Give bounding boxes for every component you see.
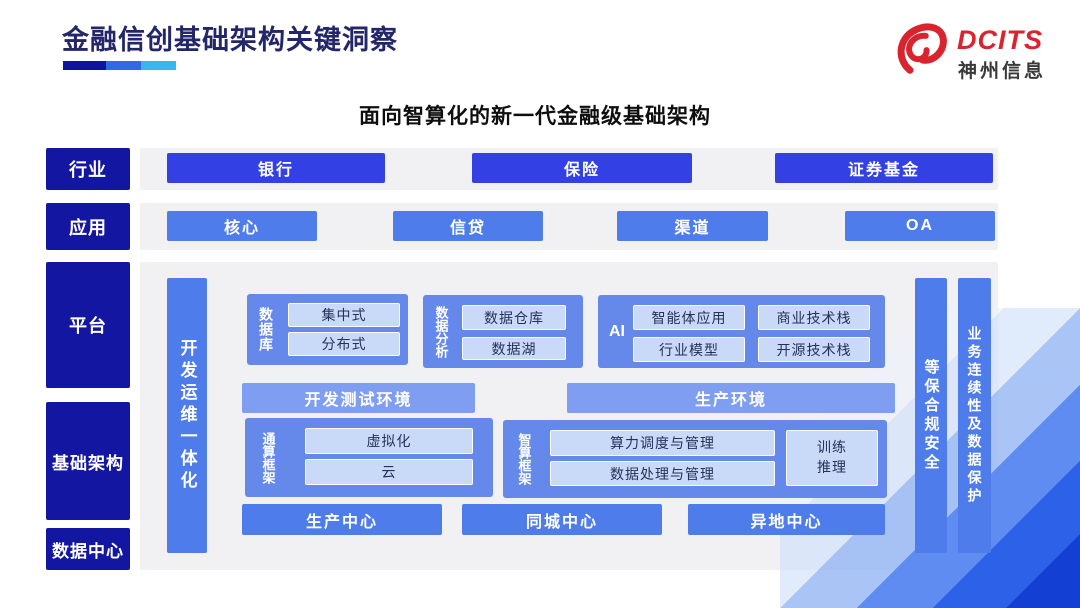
- training-inference-box: 训练推理: [786, 430, 878, 486]
- sidebar-item-application: 应用: [46, 203, 130, 250]
- samecity-center-box: 同城中心: [462, 504, 662, 535]
- logo-company-text: 神州信息: [958, 61, 1047, 82]
- database-group-label: 数据库: [258, 307, 274, 352]
- industry-insurance-box: 保险: [472, 153, 692, 183]
- database-distributed-box: 分布式: [288, 332, 400, 356]
- sidebar-item-platform: 平台: [46, 262, 130, 388]
- database-group: 数据库 集中式 分布式: [247, 294, 408, 365]
- ai-opensource-stack-box: 开源技术栈: [758, 337, 870, 362]
- training-inference-label: 训练推理: [816, 439, 847, 475]
- data-lake-box: 数据湖: [462, 337, 566, 360]
- compute-scheduling-box: 算力调度与管理: [550, 430, 775, 456]
- sidebar-item-datacenter: 数据中心: [46, 528, 130, 570]
- ai-agent-apps-box: 智能体应用: [633, 305, 745, 330]
- dcits-logo-icon: [891, 22, 953, 74]
- page-title: 金融信创基础架构关键洞察: [62, 25, 398, 55]
- business-continuity-bar: 业务连续性及数据保护: [958, 278, 991, 553]
- virtualization-box: 虚拟化: [305, 428, 473, 454]
- production-center-box: 生产中心: [242, 504, 442, 535]
- cloud-box: 云: [305, 459, 473, 485]
- application-core-box: 核心: [167, 211, 317, 241]
- remote-center-box: 异地中心: [688, 504, 885, 535]
- industry-bank-box: 银行: [167, 153, 385, 183]
- application-oa-box: OA: [845, 211, 995, 241]
- title-underline-segment-3: [141, 61, 176, 70]
- sidebar-item-industry: 行业: [46, 148, 130, 190]
- data-processing-box: 数据处理与管理: [550, 461, 775, 486]
- analytics-group-label: 数据分析: [433, 305, 449, 358]
- devops-vertical-bar: 开发运维一体化: [167, 278, 207, 553]
- diagram-title: 面向智算化的新一代金融级基础架构: [359, 105, 711, 128]
- sidebar-item-infrastructure: 基础架构: [46, 402, 130, 520]
- title-underline-segment-2: [106, 61, 141, 70]
- logo-brand-text: DCITS: [957, 25, 1043, 55]
- security-compliance-bar: 等保合规安全: [915, 278, 947, 553]
- analytics-group: 数据分析 数据仓库 数据湖: [423, 295, 583, 368]
- general-compute-group-label: 通算框架: [260, 431, 276, 484]
- title-underline-segment-1: [63, 61, 106, 70]
- ai-industry-models-box: 行业模型: [633, 337, 745, 362]
- data-warehouse-box: 数据仓库: [462, 305, 566, 330]
- ai-group: AI 智能体应用 商业技术栈 行业模型 开源技术栈: [598, 295, 885, 368]
- ai-group-label: AI: [609, 322, 625, 340]
- general-compute-group: 通算框架 虚拟化 云: [245, 418, 493, 497]
- intelligent-compute-group: 智算框架 算力调度与管理 数据处理与管理 训练推理: [503, 420, 887, 498]
- production-environment-bar: 生产环境: [567, 383, 895, 413]
- application-channel-box: 渠道: [617, 211, 768, 241]
- intelligent-compute-group-label: 智算框架: [516, 433, 532, 485]
- database-centralized-box: 集中式: [288, 303, 400, 327]
- ai-commercial-stack-box: 商业技术栈: [758, 305, 870, 330]
- industry-securities-box: 证券基金: [775, 153, 993, 183]
- dev-test-environment-bar: 开发测试环境: [242, 383, 475, 413]
- application-credit-box: 信贷: [393, 211, 543, 241]
